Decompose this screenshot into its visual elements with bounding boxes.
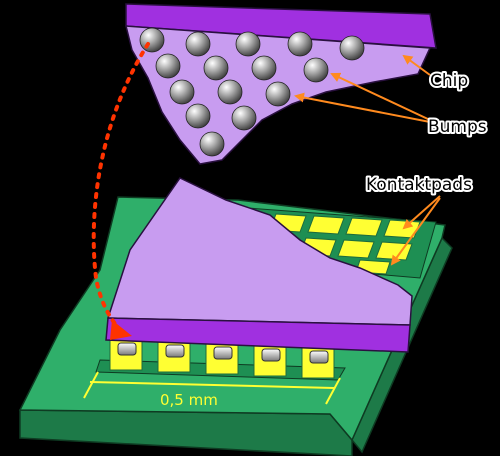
bumps-label: Bumps [428,117,487,137]
flip-arrow-head-icon [110,320,132,340]
chip-label: Chip [430,71,468,91]
front-pad-row [95,339,346,381]
dimension-marker [83,371,341,405]
flip-arrow [91,42,150,332]
leader-lines [294,54,441,266]
dimension-label: 0,5 mm [160,391,218,409]
solder-bumps [139,27,365,157]
contact-pads-label: Kontaktpads [366,175,472,195]
placed-chip [105,177,413,353]
